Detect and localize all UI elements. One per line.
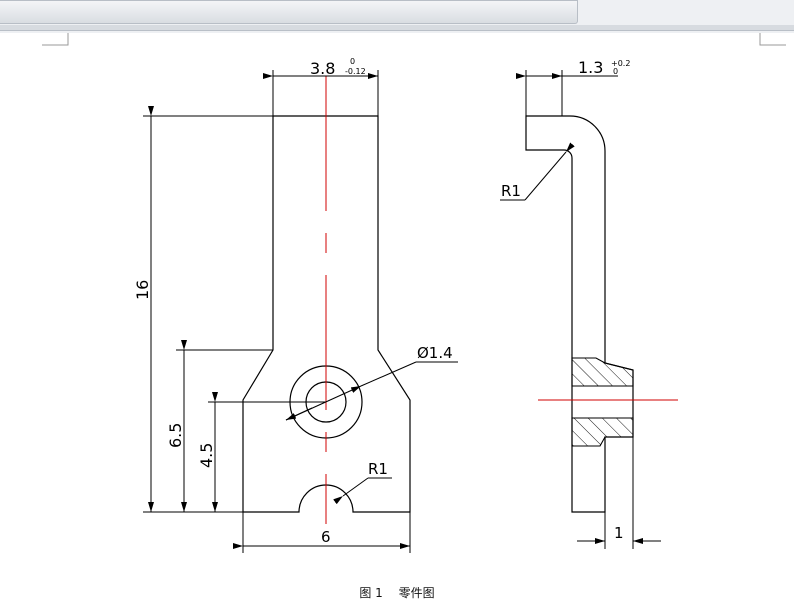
bend-radius-leader	[500, 142, 575, 201]
figure-number: 图 1	[359, 586, 383, 600]
page-corner-marks	[42, 33, 786, 46]
height-total-value: 16	[133, 280, 152, 300]
bend-radius-value: R1	[501, 182, 521, 200]
thickness-value: 1.3	[578, 58, 603, 77]
thickness-lower-tol: 0	[613, 67, 618, 76]
hole-height-value: 4.5	[197, 443, 216, 468]
hole-diameter-leader	[285, 361, 458, 421]
thickness-dimension	[516, 70, 618, 116]
side-view-outline	[525, 115, 634, 513]
notch-radius-leader	[333, 477, 392, 505]
figure-caption: 图 1 零件图	[0, 584, 794, 601]
window-top-bar	[0, 0, 794, 33]
document-tab-bar	[0, 0, 578, 24]
figure-title: 零件图	[398, 586, 435, 600]
hole-diameter-value: Ø1.4	[417, 344, 453, 362]
height-mid-value: 6.5	[166, 423, 185, 448]
notch-radius-value: R1	[368, 460, 388, 478]
base-width-dimension	[233, 512, 411, 553]
height-total-dimension	[143, 106, 273, 513]
width-dim-upper-tol: 0	[350, 57, 355, 66]
width-dimension	[263, 70, 379, 116]
thickness-upper-tol: +0.2	[611, 59, 630, 68]
height-mid-dimension	[176, 340, 273, 512]
flange-width-dimension	[577, 437, 661, 549]
ruler-strip	[0, 25, 794, 31]
hole-height-dimension	[208, 392, 326, 512]
width-dim-lower-tol: -0.12	[345, 67, 366, 76]
side-section-hatch	[571, 357, 634, 447]
base-width-value: 6	[321, 528, 331, 546]
front-view-outline	[242, 115, 411, 513]
flange-width-value: 1	[614, 524, 624, 542]
width-dim-value: 3.8	[310, 59, 335, 78]
